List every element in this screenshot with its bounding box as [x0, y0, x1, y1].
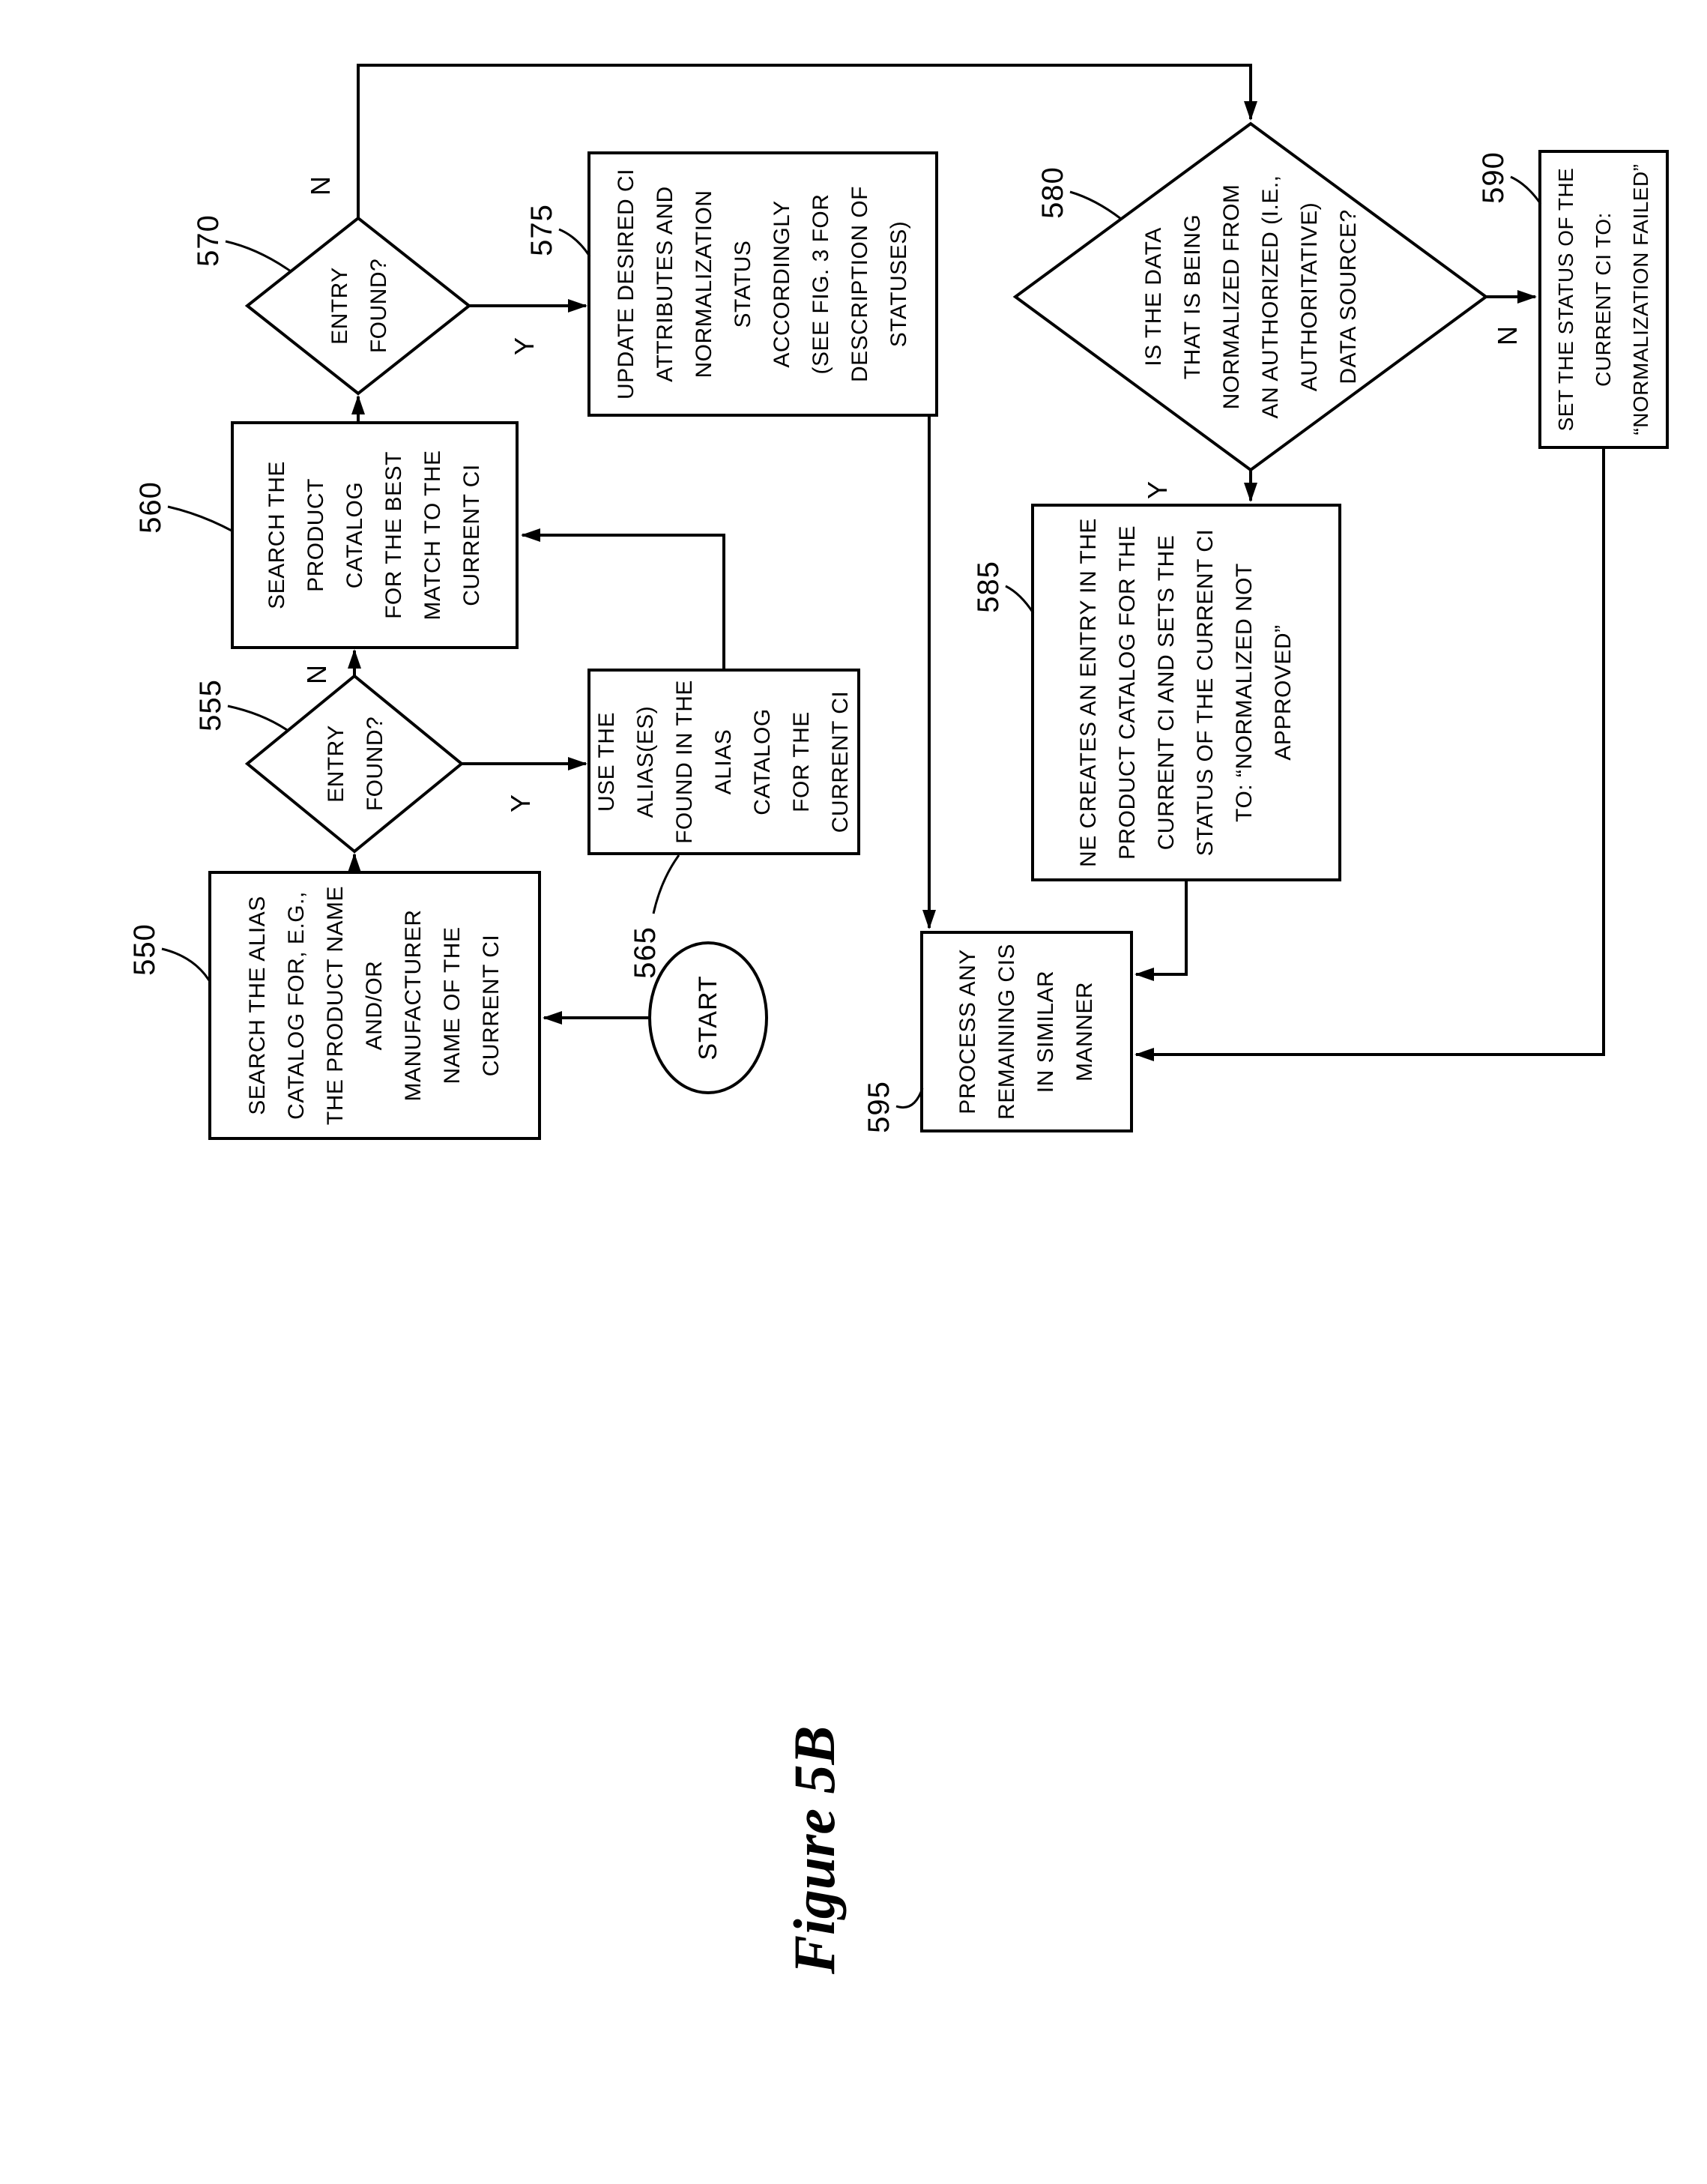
- ref-numeral-585: 585: [971, 561, 1005, 613]
- branch-label-570-yes: Y: [509, 337, 540, 356]
- leader-580: [1069, 190, 1122, 220]
- start-terminal-shape: [648, 941, 768, 1094]
- process-560-shape: [231, 421, 519, 649]
- process-595-shape: [920, 931, 1133, 1132]
- ref-numeral-565: 565: [628, 926, 662, 979]
- process-595-label: PROCESS ANY REMAINING CIS IN SIMILAR MAN…: [955, 944, 1097, 1120]
- ref-numeral-555: 555: [193, 679, 227, 731]
- leader-570: [225, 240, 291, 273]
- branch-label-570-no: N: [305, 176, 336, 196]
- connector-565-to-560: [521, 528, 725, 670]
- decision-555-label: ENTRY FOUND?: [324, 716, 387, 812]
- figure-caption: Figure 5B: [782, 1725, 847, 1974]
- decision-570-label: ENTRY FOUND?: [327, 258, 391, 354]
- connector-585-to-595: [1135, 880, 1188, 981]
- leader-575: [558, 228, 591, 257]
- ref-numeral-550: 550: [127, 923, 161, 976]
- branch-label-580-yes: Y: [1142, 481, 1173, 500]
- ref-numeral-595: 595: [862, 1081, 895, 1133]
- process-590-label: SET THE STATUS OF THE CURRENT CI TO: “NO…: [1554, 163, 1652, 435]
- process-550-shape: [208, 871, 541, 1140]
- leader-585: [1005, 585, 1035, 614]
- leader-595: [895, 1088, 924, 1108]
- ref-numeral-570: 570: [191, 214, 225, 267]
- process-565-label: USE THE ALIAS(ES) FOUND IN THE ALIAS CAT…: [594, 680, 853, 844]
- connector-570-no-to-580: [357, 64, 1257, 218]
- process-585-label: NE CREATES AN ENTRY IN THE PRODUCT CATAL…: [1076, 518, 1296, 867]
- branch-label-555-yes: Y: [505, 794, 536, 813]
- ref-numeral-580: 580: [1036, 166, 1069, 219]
- start-terminal-label: START: [694, 975, 722, 1061]
- connector-590-to-595: [1135, 447, 1605, 1061]
- leader-555: [227, 705, 288, 731]
- process-575-label: UPDATE DESIRED CI ATTRIBUTES AND NORMALI…: [614, 169, 911, 399]
- process-550-label: SEARCH THE ALIAS CATALOG FOR, E.G., THE …: [245, 885, 504, 1126]
- process-575-shape: [587, 151, 938, 417]
- process-560-label: SEARCH THE PRODUCT CATALOG FOR THE BEST …: [265, 450, 484, 621]
- leader-590: [1510, 175, 1542, 205]
- leader-550: [161, 947, 211, 981]
- leader-565: [652, 854, 680, 914]
- ref-numeral-575: 575: [525, 204, 558, 256]
- leader-560: [167, 505, 234, 533]
- decision-580-shape: [1012, 121, 1489, 472]
- branch-label-555-no: N: [301, 665, 332, 684]
- ref-numeral-590: 590: [1476, 151, 1510, 204]
- branch-label-580-no: N: [1492, 326, 1523, 346]
- ref-numeral-560: 560: [133, 481, 167, 534]
- decision-580-label: IS THE DATA THAT IS BEING NORMALIZED FRO…: [1141, 175, 1361, 419]
